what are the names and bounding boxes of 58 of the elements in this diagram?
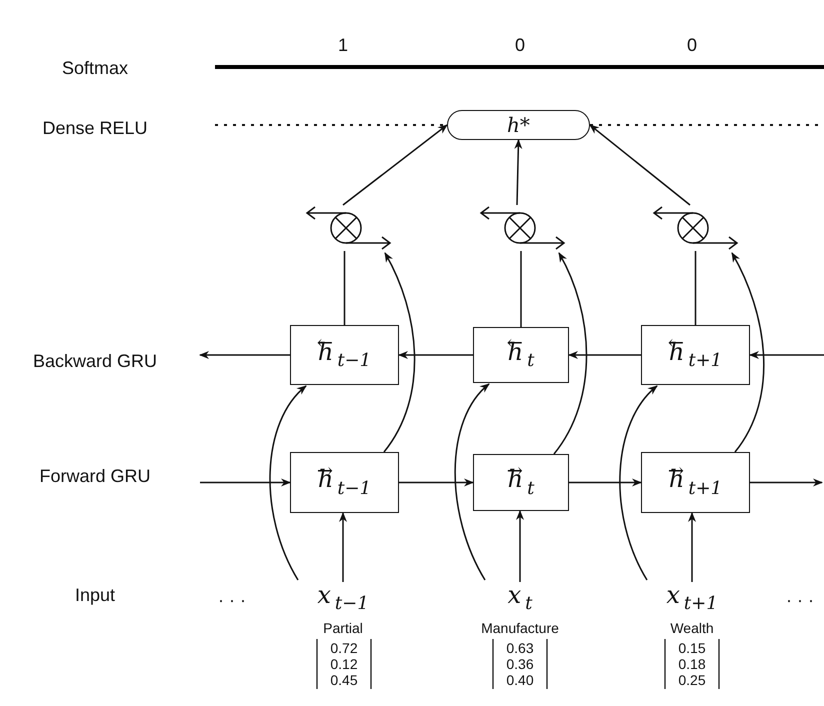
- layer-label: Backward GRU: [32, 352, 158, 370]
- score-value: 0: [515, 36, 525, 54]
- arrow: [750, 478, 823, 486]
- arrow: [342, 124, 448, 206]
- output-symbol: h*: [507, 115, 530, 135]
- arrow: [688, 512, 696, 582]
- hidden-state-box: [473, 454, 569, 511]
- vector-value: 0.63: [506, 641, 534, 655]
- vector-value: 0.45: [330, 673, 358, 687]
- hidden-state-box: [641, 452, 750, 513]
- score-value: 0: [687, 36, 697, 54]
- arrow: [569, 478, 642, 486]
- input-symbol: x$_{t}$: [508, 582, 532, 614]
- word-label: Partial: [323, 621, 363, 635]
- arrow: [383, 252, 416, 452]
- score-value: 1: [338, 36, 348, 54]
- input-symbol: x$_{t+1}$: [666, 582, 718, 614]
- arrow: [514, 139, 522, 206]
- multiply-circle-icon: [479, 205, 566, 251]
- arrow: [553, 252, 588, 454]
- layer-label: Input: [74, 586, 116, 604]
- arrow: [399, 478, 474, 486]
- arrow: [589, 124, 690, 206]
- arrow: [516, 510, 524, 582]
- vector-value: 0.25: [678, 673, 706, 687]
- arrow: [398, 351, 473, 359]
- hidden-state-box: [473, 327, 569, 383]
- connector-line: [344, 251, 346, 325]
- vector-value: 0.40: [506, 673, 534, 687]
- ellipsis: · · ·: [786, 591, 814, 609]
- layer-label: Dense RELU: [42, 119, 148, 137]
- connector-line: [520, 251, 522, 327]
- hidden-state-box: [641, 325, 750, 385]
- vector-value: 0.15: [678, 641, 706, 655]
- vector-value: 0.12: [330, 657, 358, 671]
- arrow: [619, 385, 658, 580]
- multiply-circle-icon: [305, 205, 392, 251]
- word-label: Wealth: [670, 621, 714, 635]
- arrow: [269, 385, 307, 580]
- word-label: Manufacture: [481, 621, 559, 635]
- vector-value: 0.72: [330, 641, 358, 655]
- input-symbol: x$_{t−1}$: [317, 582, 369, 614]
- vector-value: 0.18: [678, 657, 706, 671]
- arrow: [731, 252, 764, 452]
- arrow: [454, 383, 490, 580]
- ellipsis: · · ·: [218, 591, 246, 609]
- arrow: [200, 478, 291, 486]
- layer-label: Softmax: [62, 59, 128, 77]
- multiply-circle-icon: [652, 205, 739, 251]
- layer-label: Forward GRU: [40, 467, 150, 485]
- arrow: [568, 351, 641, 359]
- hidden-state-box: [290, 325, 399, 385]
- arrow: [339, 512, 347, 582]
- arrow: [749, 351, 824, 359]
- arrow: [199, 351, 290, 359]
- hidden-state-box: [290, 452, 399, 513]
- vector-value: 0.36: [506, 657, 534, 671]
- connector-line: [694, 251, 696, 325]
